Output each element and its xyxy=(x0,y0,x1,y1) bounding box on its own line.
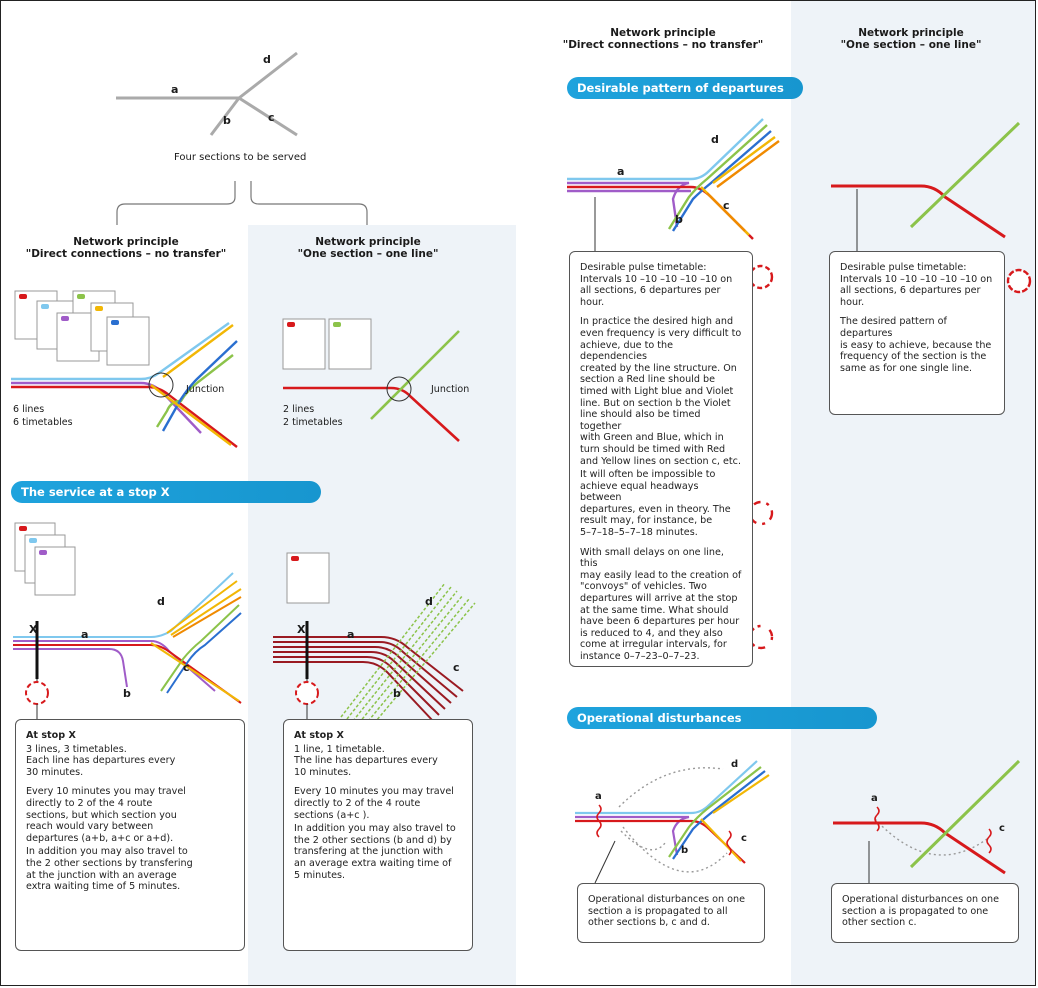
timetable-stack-3 xyxy=(14,522,76,596)
box2-p2: Every 10 minutes you may travel directly… xyxy=(294,786,454,821)
left-col1-header: Network principle "Direct connections – … xyxy=(25,236,227,260)
clock-icons xyxy=(748,264,1032,650)
box2-title: At stop X xyxy=(294,730,344,741)
box1-p2: Every 10 minutes you may travel directly… xyxy=(26,786,186,844)
stop-x-info-box-1: At stop X 3 lines, 3 timetables. Each li… xyxy=(15,719,245,951)
section-c-left: c xyxy=(183,661,190,674)
lines-count-1: 6 lines 6 timetables xyxy=(13,404,73,428)
left-col2-header: Network principle "One section – one lin… xyxy=(297,236,439,260)
section-a-left: a xyxy=(81,628,89,641)
lines-count-2: 2 lines 2 timetables xyxy=(283,404,343,428)
pattern-a: a xyxy=(617,165,625,178)
section-a-right: a xyxy=(347,628,355,641)
pattern-pill: Desirable pattern of departures xyxy=(567,77,803,99)
box3-p2: In practice the desired high and even fr… xyxy=(580,316,742,467)
timetable-stack-4 xyxy=(286,552,330,604)
pattern-b: b xyxy=(675,213,683,226)
pattern-d: d xyxy=(711,133,719,146)
section-label-a: a xyxy=(171,83,179,96)
box3-p4: With small delays on one line, this may … xyxy=(580,546,742,662)
box4-p1: Desirable pulse timetable: Intervals 10 … xyxy=(840,262,993,308)
section-c-right: c xyxy=(453,661,460,674)
disturb-c-2: c xyxy=(999,823,1005,834)
timetable-stack-1 xyxy=(14,290,150,366)
disturb-c-1: c xyxy=(741,833,747,844)
section-d-right: d xyxy=(425,595,433,608)
box1-p1: 3 lines, 3 timetables. Each line has dep… xyxy=(26,743,176,778)
box4-p2: The desired pattern of departures is eas… xyxy=(840,316,992,374)
stop-x-label-1: X xyxy=(29,623,38,636)
section-label-b: b xyxy=(223,114,231,127)
pattern-info-box-1: Desirable pulse timetable: Intervals 10 … xyxy=(569,251,753,667)
pattern-info-box-2: Desirable pulse timetable: Intervals 10 … xyxy=(829,251,1005,415)
disturb-d-1: d xyxy=(731,759,739,770)
box1-p3: In addition you may also travel to the 2… xyxy=(26,846,193,893)
box2-p1: 1 line, 1 timetable. The line has depart… xyxy=(294,743,438,778)
right-col1-header: Network principle "Direct connections – … xyxy=(562,27,764,51)
stop-x-label-2: X xyxy=(297,623,306,636)
section-d-left: d xyxy=(157,595,165,608)
stop-x-info-box-2: At stop X 1 line, 1 timetable. The line … xyxy=(283,719,473,951)
disturb-b-1: b xyxy=(681,845,689,856)
top-caption: Four sections to be served xyxy=(174,152,307,163)
junction-label-1: Junction xyxy=(186,384,225,395)
service-pill: The service at a stop X xyxy=(11,481,321,503)
box3-p1: Desirable pulse timetable: Intervals 10 … xyxy=(580,262,733,308)
section-label-d: d xyxy=(263,53,271,66)
disturb-info-box-2: Operational disturbances on one section … xyxy=(831,883,1019,943)
section-label-c: c xyxy=(268,111,275,124)
column-shade-right xyxy=(791,1,1035,985)
right-col2-header: Network principle "One section – one lin… xyxy=(840,27,982,51)
section-b-right: b xyxy=(393,687,401,700)
box3-p3: It will often be impossible to achieve e… xyxy=(580,469,731,539)
pattern-c: c xyxy=(723,199,730,212)
disturb-a-2: a xyxy=(871,793,878,804)
disturb-a-1: a xyxy=(595,791,602,802)
section-b-left: b xyxy=(123,687,131,700)
box6-text: Operational disturbances on one section … xyxy=(842,894,1000,929)
disturb-pill: Operational disturbances xyxy=(567,707,877,729)
junction-label-2: Junction xyxy=(431,384,470,395)
box2-p3: In addition you may also travel to the 2… xyxy=(294,823,456,881)
box5-text: Operational disturbances on one section … xyxy=(588,894,746,929)
box1-title: At stop X xyxy=(26,730,76,741)
timetable-stack-2 xyxy=(282,318,372,370)
disturb-info-box-1: Operational disturbances on one section … xyxy=(577,883,765,943)
